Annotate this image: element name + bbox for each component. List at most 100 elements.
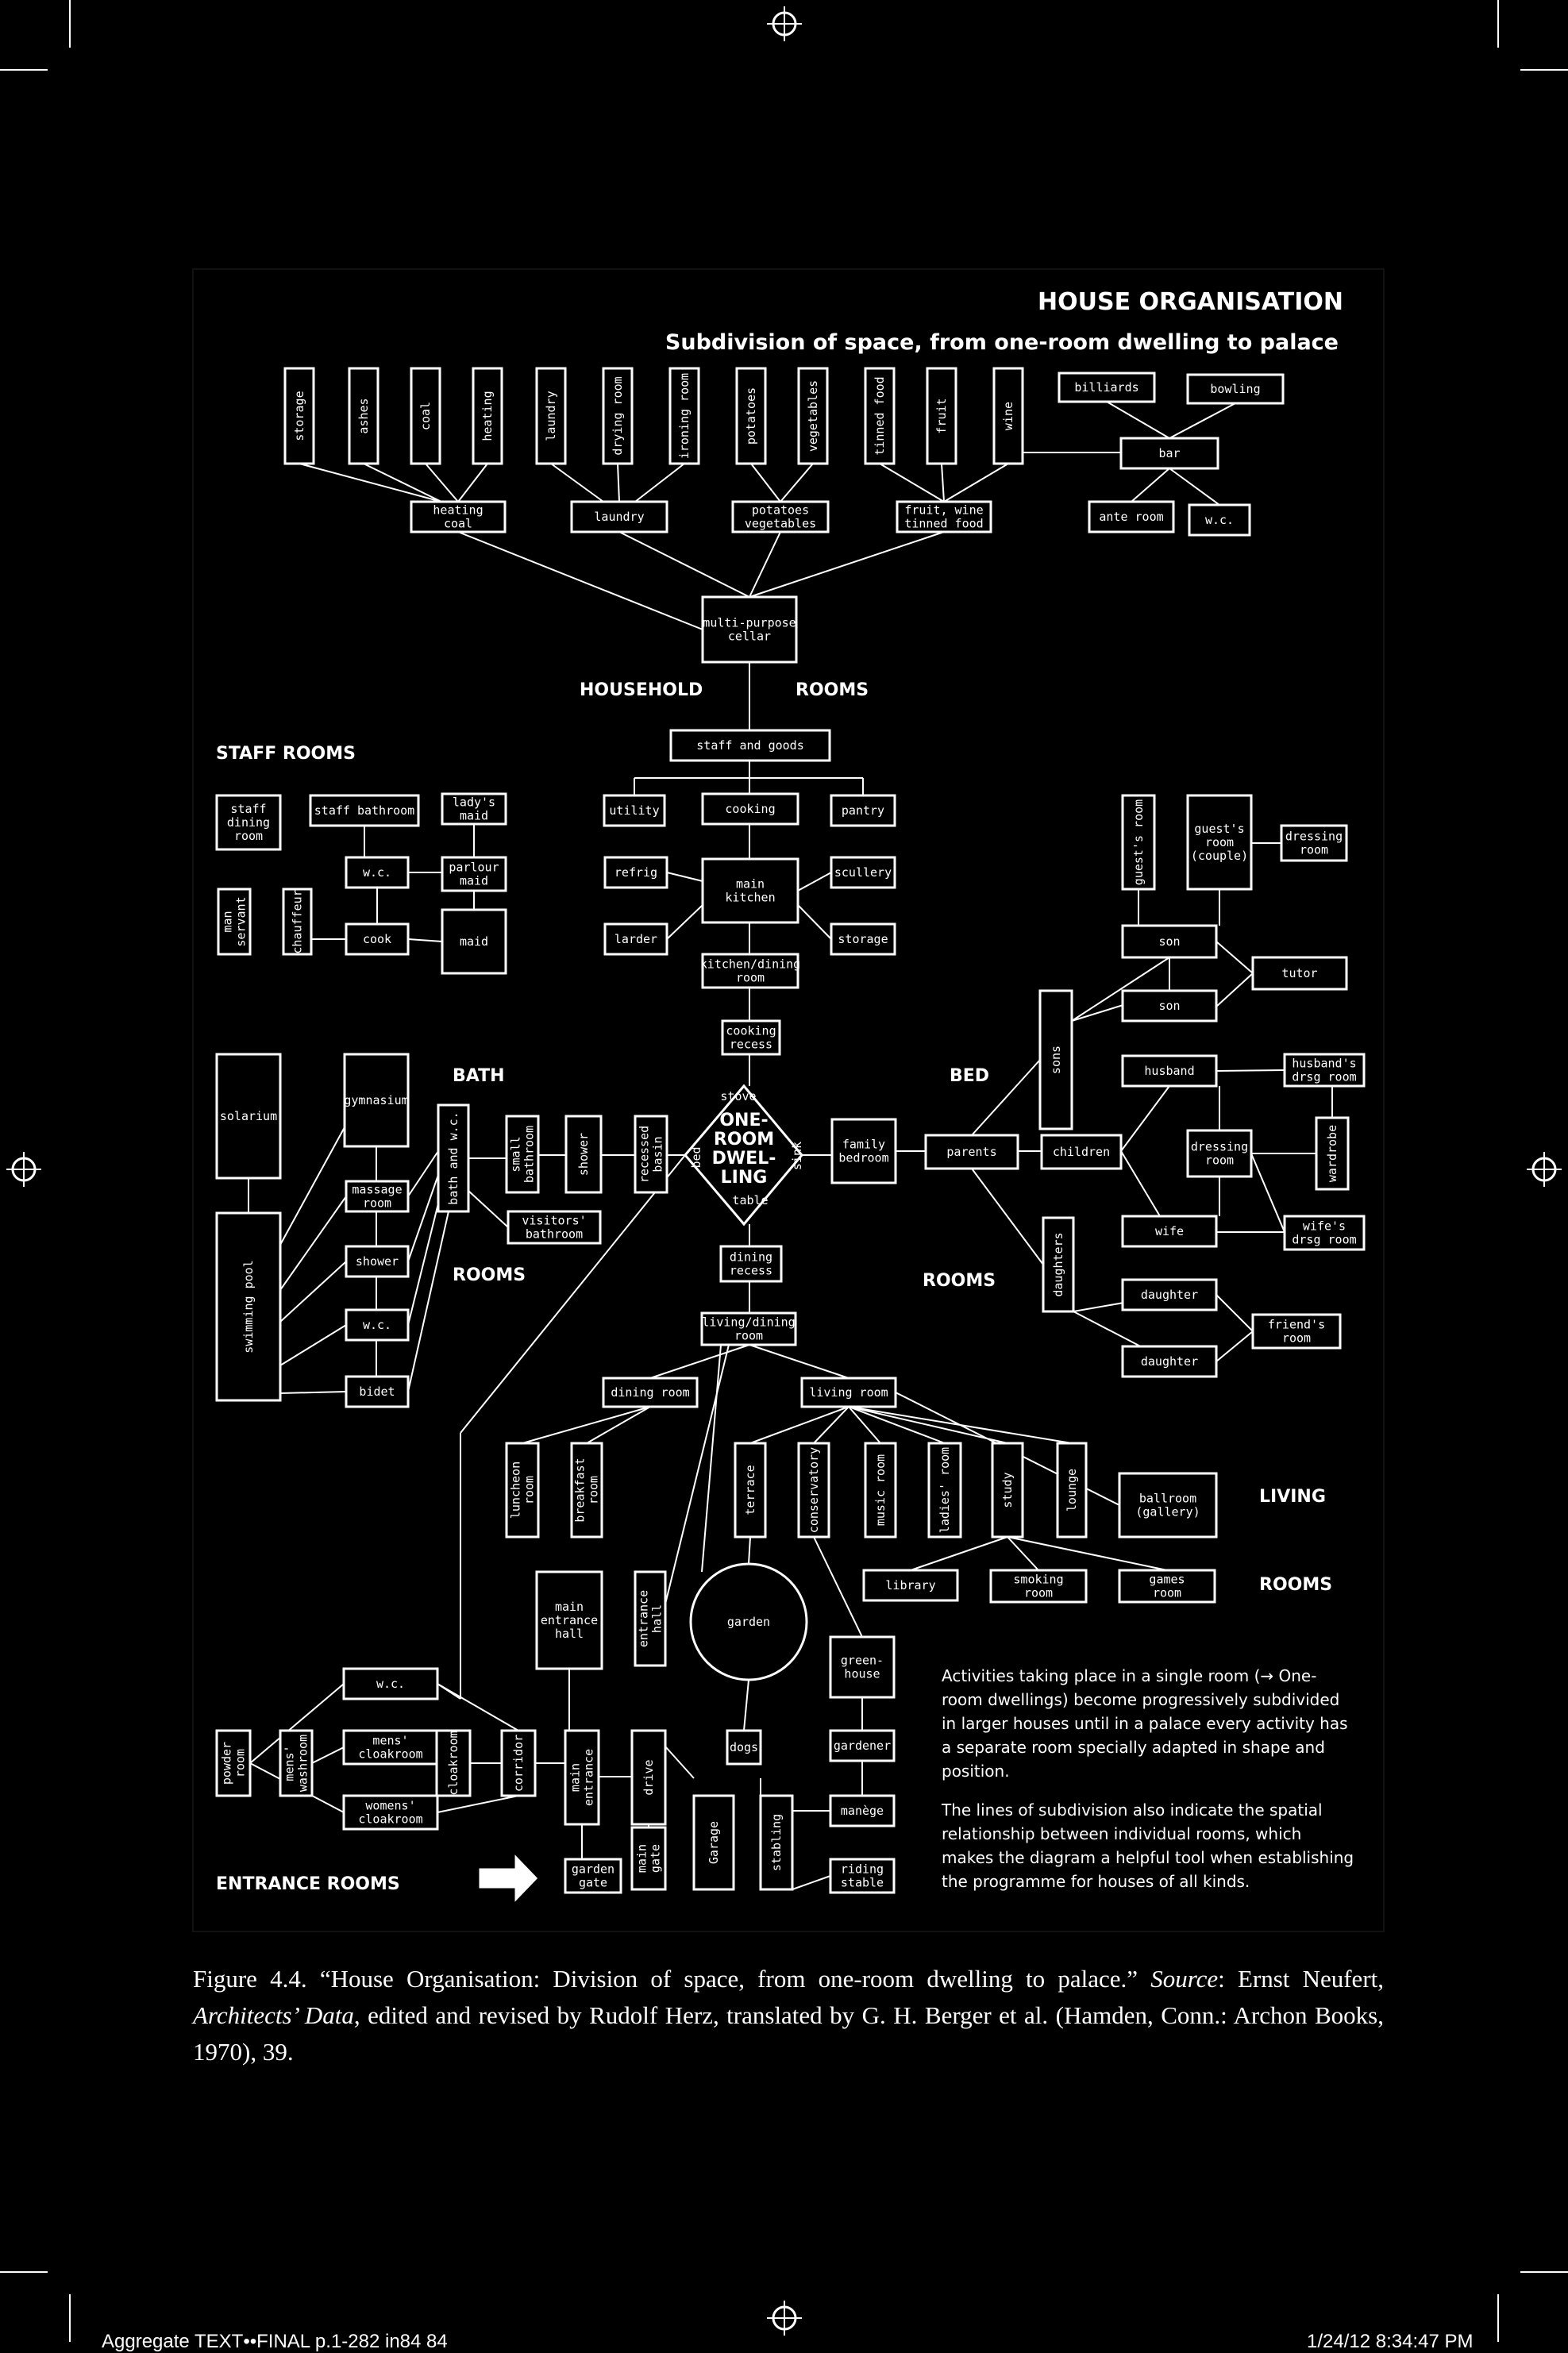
room-label: fruit, wine: [904, 503, 983, 518]
connection-line: [1131, 468, 1170, 503]
room-label: scullery: [834, 865, 892, 880]
room-laundry: laundry: [570, 500, 668, 533]
room-husband: husband: [1121, 1054, 1218, 1088]
room-label: (gallery): [1135, 1505, 1200, 1519]
room-label: tinned food: [904, 517, 983, 531]
room-label: wife's: [1303, 1219, 1346, 1234]
center-line-1: ONE-: [719, 1111, 768, 1130]
connection-line: [665, 1746, 695, 1779]
connection-line: [550, 463, 604, 503]
room-label: laundry: [594, 510, 644, 524]
room-fruit: fruit: [926, 367, 957, 465]
room-label: storage: [292, 391, 306, 441]
room-label: cloakroom: [358, 1812, 422, 1827]
room-label: storage: [838, 932, 888, 946]
room-box: [992, 367, 1024, 465]
room-chauffeur: chauffeur: [282, 888, 313, 956]
connection-line: [666, 872, 703, 882]
connection-line: [749, 531, 945, 598]
room-box: [701, 953, 799, 989]
room-label: daughters: [1051, 1232, 1065, 1296]
connection-line: [522, 1406, 651, 1444]
room-label: basin: [651, 1136, 665, 1172]
connection-line: [879, 463, 945, 503]
room-box: [1118, 1472, 1218, 1538]
connection-line: [311, 1746, 345, 1764]
connection-line: [586, 1406, 651, 1444]
room-label: children: [1053, 1145, 1110, 1159]
room-box: [1088, 500, 1175, 533]
room-label: son: [1158, 934, 1180, 949]
room-label: room: [1300, 843, 1328, 857]
room-parents: parents: [924, 1134, 1019, 1170]
room-w-c: w.c.: [1188, 503, 1251, 537]
connection-line: [618, 531, 750, 598]
room-box: [669, 729, 831, 762]
room-box: [507, 1210, 602, 1245]
connection-line: [468, 1190, 509, 1228]
room-garden: garden: [689, 1562, 808, 1681]
room-wardrobe: wardrobe: [1315, 1116, 1350, 1191]
room-box: [829, 1635, 896, 1699]
connection-line: [1215, 1331, 1254, 1362]
room-man-ge: manège: [829, 1794, 896, 1827]
connection-line: [279, 1391, 347, 1394]
room-box: [603, 922, 668, 956]
room-label: room: [1205, 835, 1234, 849]
center-line-2: ROOM: [714, 1130, 774, 1150]
room-label: family: [842, 1138, 885, 1152]
room-box: [602, 1377, 699, 1408]
room-box: [472, 367, 503, 465]
connection-line: [279, 1196, 347, 1291]
room-daughters: daughters: [1042, 1216, 1075, 1313]
note-paragraph-1: Activities taking place in a single room…: [942, 1666, 1348, 1781]
room-box: [441, 908, 507, 975]
room-box: [564, 1858, 622, 1894]
connection-line: [279, 1261, 347, 1323]
room-sons: sons: [1038, 989, 1073, 1130]
room-box: [215, 1211, 282, 1402]
room-box: [991, 1442, 1024, 1538]
room-w-c: w.c.: [345, 856, 410, 889]
room-bidet: bidet: [345, 1375, 410, 1408]
room-label: dressing: [1191, 1140, 1248, 1154]
room-box: [700, 1311, 797, 1346]
connection-line: [1215, 1294, 1254, 1332]
room-label: music room: [873, 1454, 888, 1526]
room-box: [668, 367, 700, 465]
room-box: [634, 1570, 667, 1667]
room-box: [731, 500, 830, 533]
room-box: [215, 794, 282, 851]
room-box: [1119, 437, 1219, 470]
room-stabling: stabling: [759, 1794, 794, 1891]
room-box: [1186, 373, 1285, 405]
connection-line: [1106, 401, 1170, 439]
room-box: [309, 794, 420, 827]
room-box: [830, 1118, 897, 1184]
room-label: entrance: [541, 1613, 598, 1627]
room-box: [603, 794, 666, 827]
room-staff-and-goods: staff and goods: [669, 729, 831, 762]
label-entrance-rooms: ENTRANCE ROOMS: [216, 1874, 400, 1894]
room-box: [830, 856, 896, 889]
room-label: hall: [650, 1604, 665, 1633]
room-box: [1283, 1215, 1366, 1251]
room-box: [1121, 989, 1218, 1022]
room-ante-room: ante room: [1088, 500, 1175, 533]
room-box: [726, 1729, 762, 1766]
room-box: [500, 1729, 537, 1797]
label-bath: BATH: [453, 1066, 505, 1086]
diagram-title: HOUSE ORGANISATION: [1038, 288, 1343, 316]
room-box: [279, 1729, 314, 1797]
room-label: gardener: [834, 1739, 891, 1753]
room-utility: utility: [603, 794, 666, 827]
room-drying-room: drying room: [602, 367, 634, 465]
room-label: riding: [841, 1862, 884, 1877]
